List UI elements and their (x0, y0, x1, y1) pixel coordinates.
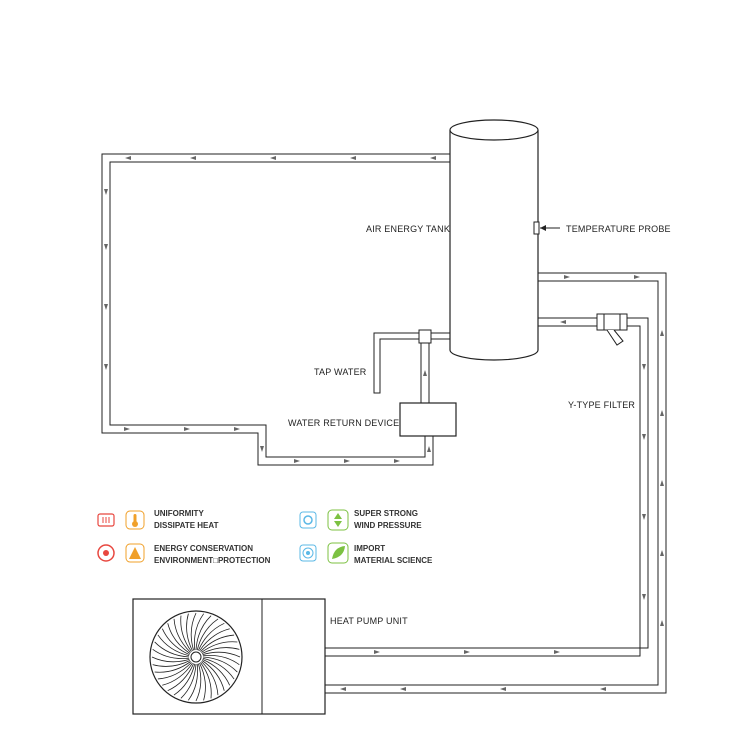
fan-blade (201, 661, 219, 696)
fan-blade (162, 662, 193, 686)
fan-blade (161, 628, 190, 655)
fan-blade (157, 634, 190, 657)
fan-blade (200, 662, 212, 699)
fan-blade (202, 651, 241, 658)
fan-icon (149, 610, 243, 704)
feature-1-line1: UNIFORMITY (154, 509, 204, 518)
label-heat-pump-unit: HEAT PUMP UNIT (330, 616, 408, 626)
feature-4-line1: IMPORT (354, 544, 385, 553)
tap-water-pipe (373, 329, 450, 394)
leaf-icon (327, 542, 349, 564)
feature-import-material: IMPORT MATERIAL SCIENCE (299, 542, 433, 565)
fan-blade (201, 641, 238, 653)
recycle-icon (97, 544, 115, 562)
fan-blade (173, 618, 191, 653)
thermometer-icon (125, 510, 145, 530)
label-y-type-filter: Y-TYPE FILTER (568, 400, 635, 410)
fan-blade (157, 662, 192, 680)
fan-blade (198, 622, 225, 651)
right-loop-pipe (325, 272, 667, 694)
fan-blade (187, 663, 198, 701)
flow-arrows (104, 156, 664, 691)
y-type-filter (596, 313, 628, 346)
fan-blade (201, 660, 225, 691)
water-return-device (399, 402, 457, 437)
feature-2-line1: SUPER STRONG (354, 509, 418, 518)
fan-blade (151, 656, 190, 663)
fan-blade (199, 662, 206, 701)
fan-blade (194, 613, 205, 651)
feature-3-line1: ENERGY CONSERVATION (154, 544, 253, 553)
pressure-icon (327, 509, 349, 531)
label-air-energy-tank: AIR ENERGY TANK (366, 224, 450, 234)
fan-blade (167, 663, 194, 692)
fan-blade (186, 613, 193, 652)
heat-pump-unit (132, 598, 326, 715)
fan-blade (202, 655, 240, 666)
radiator-icon (97, 513, 115, 527)
return-device-pipe (420, 343, 430, 403)
fan-blade (202, 659, 231, 686)
target-icon (299, 544, 317, 562)
fan-blade (180, 615, 192, 652)
upper-loop-pipe (101, 153, 450, 466)
label-water-return-device: WATER RETURN DEVICE (288, 418, 399, 428)
fan-blade (202, 657, 235, 680)
fan-blade (173, 663, 196, 696)
feature-1-line2: DISSIPATE HEAT (154, 521, 219, 530)
leaf-triangle-icon (125, 543, 145, 563)
fan-blade (200, 634, 235, 652)
fan-blade (201, 647, 240, 654)
fan-blade (154, 641, 190, 658)
fan-blade (152, 648, 190, 659)
fan-blade (180, 663, 197, 699)
fan-blade (190, 612, 197, 651)
feature-legend: UNIFORMITY DISSIPATE HEAT SUPER STRONG W… (97, 509, 433, 565)
label-tap-water: TAP WATER (314, 367, 367, 377)
fan-blade (195, 663, 202, 702)
fan-blade (199, 628, 230, 652)
feature-3-line2: ENVIRONMENT□PROTECTION (154, 556, 271, 565)
fan-blade (154, 661, 191, 673)
feature-energy-conservation: ENERGY CONSERVATION ENVIRONMENT□PROTECTI… (97, 543, 271, 565)
fan-blade (195, 615, 212, 651)
label-temperature-probe: TEMPERATURE PROBE (566, 224, 671, 234)
air-energy-tank (449, 119, 540, 361)
fan-small-icon (299, 511, 317, 529)
fan-blade (202, 656, 238, 673)
fan-blade (167, 623, 191, 654)
fan-blade (152, 660, 191, 667)
feature-uniformity: UNIFORMITY DISSIPATE HEAT (97, 509, 219, 530)
feature-wind-pressure: SUPER STRONG WIND PRESSURE (299, 509, 422, 531)
feature-4-line2: MATERIAL SCIENCE (354, 556, 433, 565)
feature-2-line2: WIND PRESSURE (354, 521, 422, 530)
fan-blade (196, 618, 219, 651)
